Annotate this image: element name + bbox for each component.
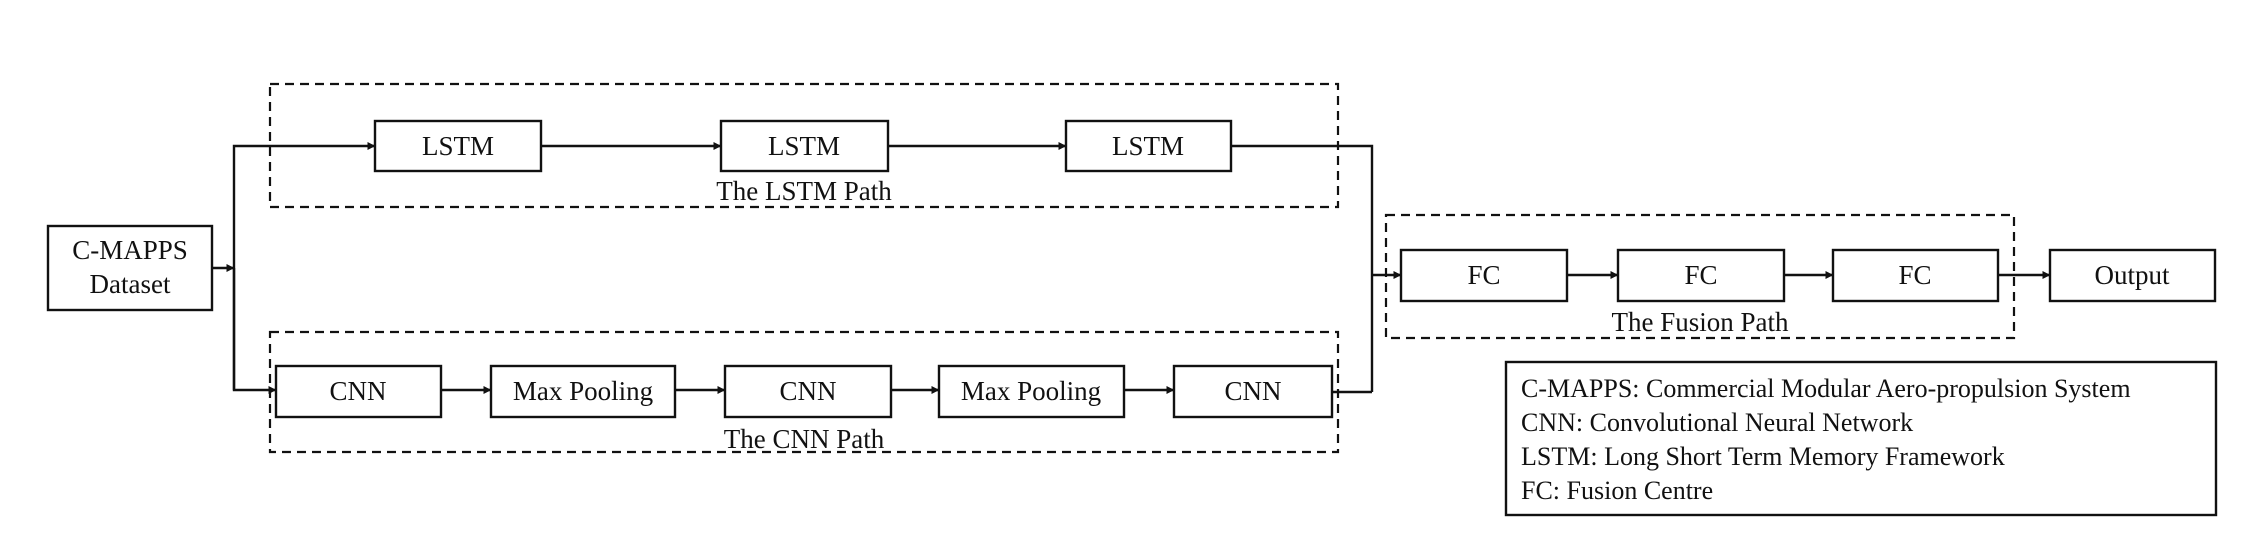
legend-item-fc: FC: Fusion Centre	[1521, 476, 1713, 505]
fc-box-1: FC	[1399, 248, 1569, 303]
legend-box: C-MAPPS: Commercial Modular Aero-propuls…	[1504, 360, 2218, 517]
fc-1-label: FC	[1467, 260, 1500, 290]
fusion-path-group: The Fusion Path	[1384, 213, 2016, 340]
arrow-to-cnn1	[232, 268, 277, 394]
output-label: Output	[2094, 260, 2170, 290]
max-pooling-box-1: Max Pooling	[489, 364, 677, 419]
max-pooling-box-2: Max Pooling	[937, 364, 1126, 419]
arrow-to-lstm1	[232, 142, 376, 390]
lstm-3-label: LSTM	[1112, 131, 1184, 161]
line-lstm3-merge	[1231, 144, 1374, 392]
connectors	[212, 142, 2051, 394]
cnn-box-3: CNN	[1172, 364, 1334, 419]
max-pooling-2-label: Max Pooling	[961, 376, 1101, 406]
cnn-3-label: CNN	[1224, 376, 1281, 406]
fc-2-label: FC	[1684, 260, 1717, 290]
max-pooling-1-label: Max Pooling	[513, 376, 653, 406]
cnn-box-2: CNN	[723, 364, 893, 419]
dataset-label-line2: Dataset	[90, 269, 171, 299]
legend-item-lstm: LSTM: Long Short Term Memory Framework	[1521, 442, 2005, 471]
lstm-2-label: LSTM	[768, 131, 840, 161]
legend-item-cnn: CNN: Convolutional Neural Network	[1521, 408, 1913, 437]
fc-3-label: FC	[1898, 260, 1931, 290]
legend-item-cmapps: C-MAPPS: Commercial Modular Aero-propuls…	[1521, 374, 2131, 403]
fc-box-3: FC	[1831, 248, 2000, 303]
lstm-box-1: LSTM	[373, 119, 543, 173]
dataset-box: C-MAPPS Dataset	[46, 224, 214, 312]
cnn-path-label: The CNN Path	[724, 424, 885, 454]
cnn-box-1: CNN	[274, 364, 443, 419]
dataset-label: C-MAPPS	[72, 235, 188, 265]
fusion-path-label: The Fusion Path	[1611, 307, 1789, 337]
fc-box-2: FC	[1616, 248, 1786, 303]
lstm-path-label: The LSTM Path	[716, 176, 892, 206]
lstm-1-label: LSTM	[422, 131, 494, 161]
cnn-1-label: CNN	[329, 376, 386, 406]
lstm-box-3: LSTM	[1064, 119, 1233, 173]
output-box: Output	[2048, 248, 2217, 303]
lstm-box-2: LSTM	[719, 119, 890, 173]
cnn-2-label: CNN	[779, 376, 836, 406]
